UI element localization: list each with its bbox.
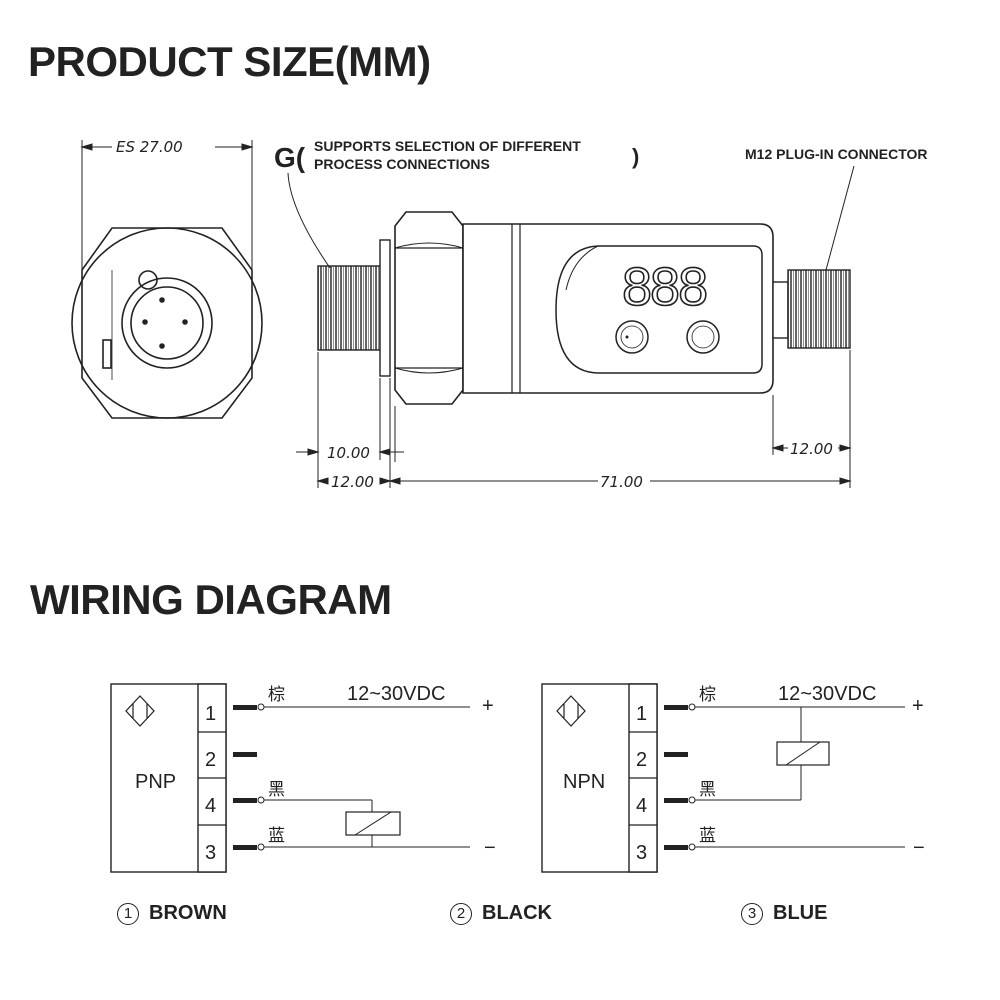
npn-supply-voltage: 12~30VDC [778, 683, 876, 705]
npn-terminal-4: 4 [636, 795, 647, 817]
pnp-sensor-icon [125, 695, 155, 727]
npn-plus: + [912, 695, 924, 717]
m12-connector-label: M12 PLUG-IN CONNECTOR [745, 146, 928, 162]
pnp-minus: − [484, 837, 496, 859]
dim-12-right-label: 12.00 [790, 440, 833, 458]
side-view [317, 211, 851, 405]
pin [159, 343, 165, 349]
g-note-line2: PROCESS CONNECTIONS [314, 156, 490, 172]
pnp-terminal-4: 4 [205, 795, 216, 817]
process-thread [317, 265, 381, 351]
pnp-wire-black: 黑 [268, 780, 285, 800]
m12-connector-thread [787, 269, 851, 349]
dim-12-left-label: 12.00 [331, 473, 374, 491]
connector-inner-ring [130, 286, 204, 360]
pnp-wiring [110, 683, 470, 873]
thread-flange [379, 239, 391, 377]
npn-wire-black: 黑 [699, 780, 716, 800]
pin [142, 319, 148, 325]
pnp-terminal-1: 1 [205, 703, 216, 725]
legend-black: 2 BLACK [450, 902, 552, 925]
pnp-supply-voltage: 12~30VDC [347, 683, 445, 705]
es-dimension-label: ES 27.00 [116, 138, 183, 156]
legend-label: BLUE [773, 902, 828, 924]
legend-blue: 3 BLUE [741, 902, 827, 925]
legend-number: 1 [117, 902, 139, 925]
key-tab [102, 339, 112, 369]
npn-terminal-3: 3 [636, 842, 647, 864]
m12-leader [825, 165, 855, 271]
product-size-title: PRODUCT SIZE(MM) [28, 38, 431, 85]
npn-wiring [541, 683, 905, 873]
npn-terminal-1: 1 [636, 703, 647, 725]
g-note-line1: SUPPORTS SELECTION OF DIFFERENT [314, 138, 581, 154]
npn-wire-brown: 棕 [699, 685, 716, 705]
display-digits: 888 [622, 257, 706, 317]
dim-10-label: 10.00 [327, 444, 370, 462]
hex-outline [81, 227, 253, 419]
legend-number: 2 [450, 902, 472, 925]
legend-label: BROWN [149, 902, 227, 924]
npn-terminal-2: 2 [636, 749, 647, 771]
g-label-close: ) [632, 144, 639, 169]
es-dimension [80, 140, 254, 270]
g-leader [287, 172, 331, 269]
pin [159, 297, 165, 303]
pnp-wire-brown: 棕 [268, 685, 285, 705]
dim-71-label: 71.00 [600, 473, 643, 491]
g-label: G( [274, 142, 306, 173]
wiring-diagram-title: WIRING DIAGRAM [30, 576, 392, 623]
pin [182, 319, 188, 325]
pnp-wire-blue: 蓝 [268, 826, 285, 846]
pnp-terminal-3: 3 [205, 842, 216, 864]
pnp-terminal-2: 2 [205, 749, 216, 771]
side-dimensions [296, 350, 852, 488]
npn-sensor-icon [556, 695, 586, 727]
npn-minus: − [913, 837, 925, 859]
pnp-label: PNP [135, 771, 176, 793]
hex-inner-circle [71, 227, 263, 419]
npn-label: NPN [563, 771, 605, 793]
npn-wire-blue: 蓝 [699, 826, 716, 846]
end-view [71, 227, 263, 419]
legend-brown: 1 BROWN [117, 902, 227, 925]
hex-nut [394, 211, 464, 405]
legend-label: BLACK [482, 902, 552, 924]
pnp-plus: + [482, 695, 494, 717]
led-hole [138, 270, 158, 290]
connector-outer-ring [121, 277, 213, 369]
connector-collar [772, 281, 789, 339]
legend-number: 3 [741, 902, 763, 925]
